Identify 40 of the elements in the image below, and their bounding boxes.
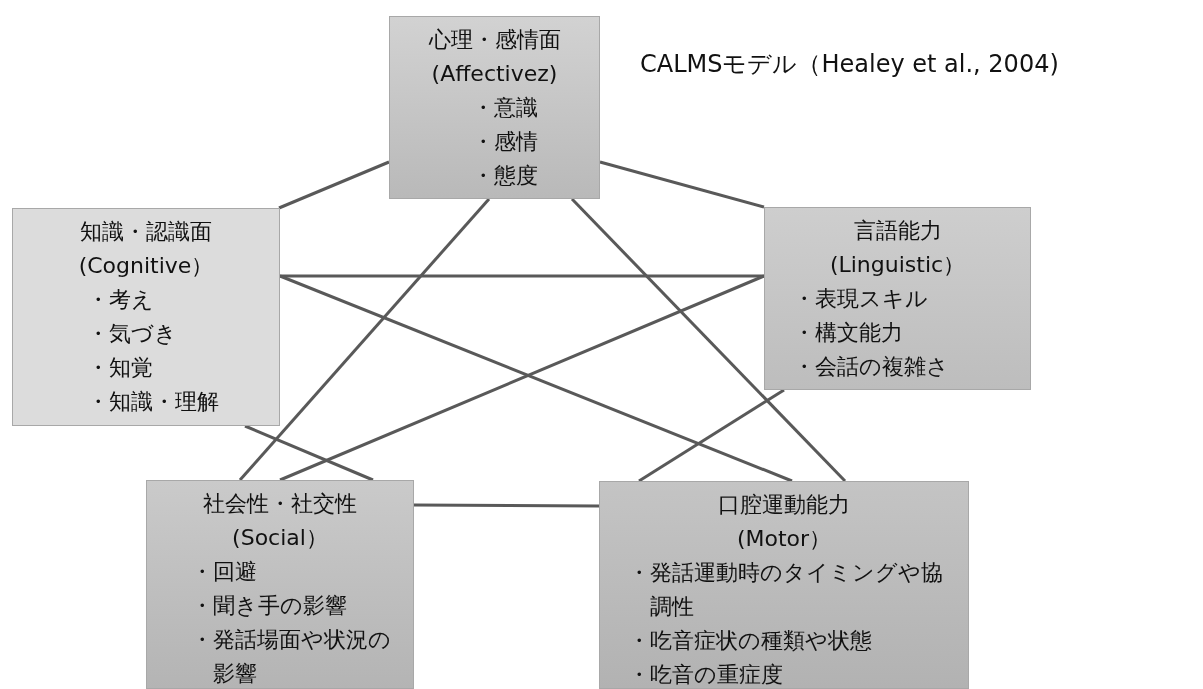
box-heading: 社会性・社交性 (202, 490, 358, 518)
bullet-item: ・吃音症状の種類や状態 (627, 627, 873, 655)
bullet-item: ・気づき (86, 320, 178, 348)
connector-line (570, 197, 847, 483)
box-heading: 口腔運動能力 (717, 491, 851, 519)
bullet-item: ・知覚 (86, 354, 154, 382)
bullet-item: ・知識・理解 (86, 388, 220, 416)
box-subheading: (Motor） (735, 525, 833, 553)
category-box (389, 16, 600, 199)
bullet-item: ・聞き手の影響 (190, 592, 348, 620)
connector-line (280, 274, 764, 278)
bullet-item: ・考え (86, 286, 155, 314)
connector-line (414, 503, 599, 508)
box-subheading: (Linguistic） (828, 251, 967, 279)
bullet-item: ・感情 (471, 128, 539, 156)
connector-line (599, 160, 765, 209)
connector-line (638, 388, 785, 483)
connector-line (244, 424, 374, 482)
bullet-item: ・態度 (471, 162, 539, 190)
bullet-item: ・発話場面や状況の影響 (190, 626, 392, 688)
bullet-item: ・発話運動時のタイミングや協調性 (627, 559, 944, 621)
category-box (146, 480, 414, 689)
category-box (12, 208, 280, 426)
bullet-item: ・回避 (190, 558, 258, 586)
category-box (764, 207, 1031, 390)
box-heading: 心理・感情面 (427, 26, 562, 54)
connector-line (238, 198, 491, 481)
bullet-item: ・意識 (471, 94, 539, 122)
box-subheading: (Cognitive） (77, 252, 215, 280)
bullet-item: ・会話の複雑さ (792, 353, 950, 381)
connector-line (278, 160, 390, 210)
bullet-item: ・構文能力 (792, 319, 904, 347)
bullet-item: ・表現スキル (792, 285, 929, 313)
diagram-title: CALMSモデル（Healey et al., 2004) (640, 49, 1059, 80)
category-box (599, 481, 969, 689)
box-heading: 知識・認識面 (79, 218, 213, 246)
box-heading: 言語能力 (852, 217, 943, 245)
bullet-item: ・吃音の重症度 (627, 661, 784, 689)
box-subheading: (Affectivez) (430, 60, 559, 88)
box-subheading: (Social） (231, 524, 329, 552)
